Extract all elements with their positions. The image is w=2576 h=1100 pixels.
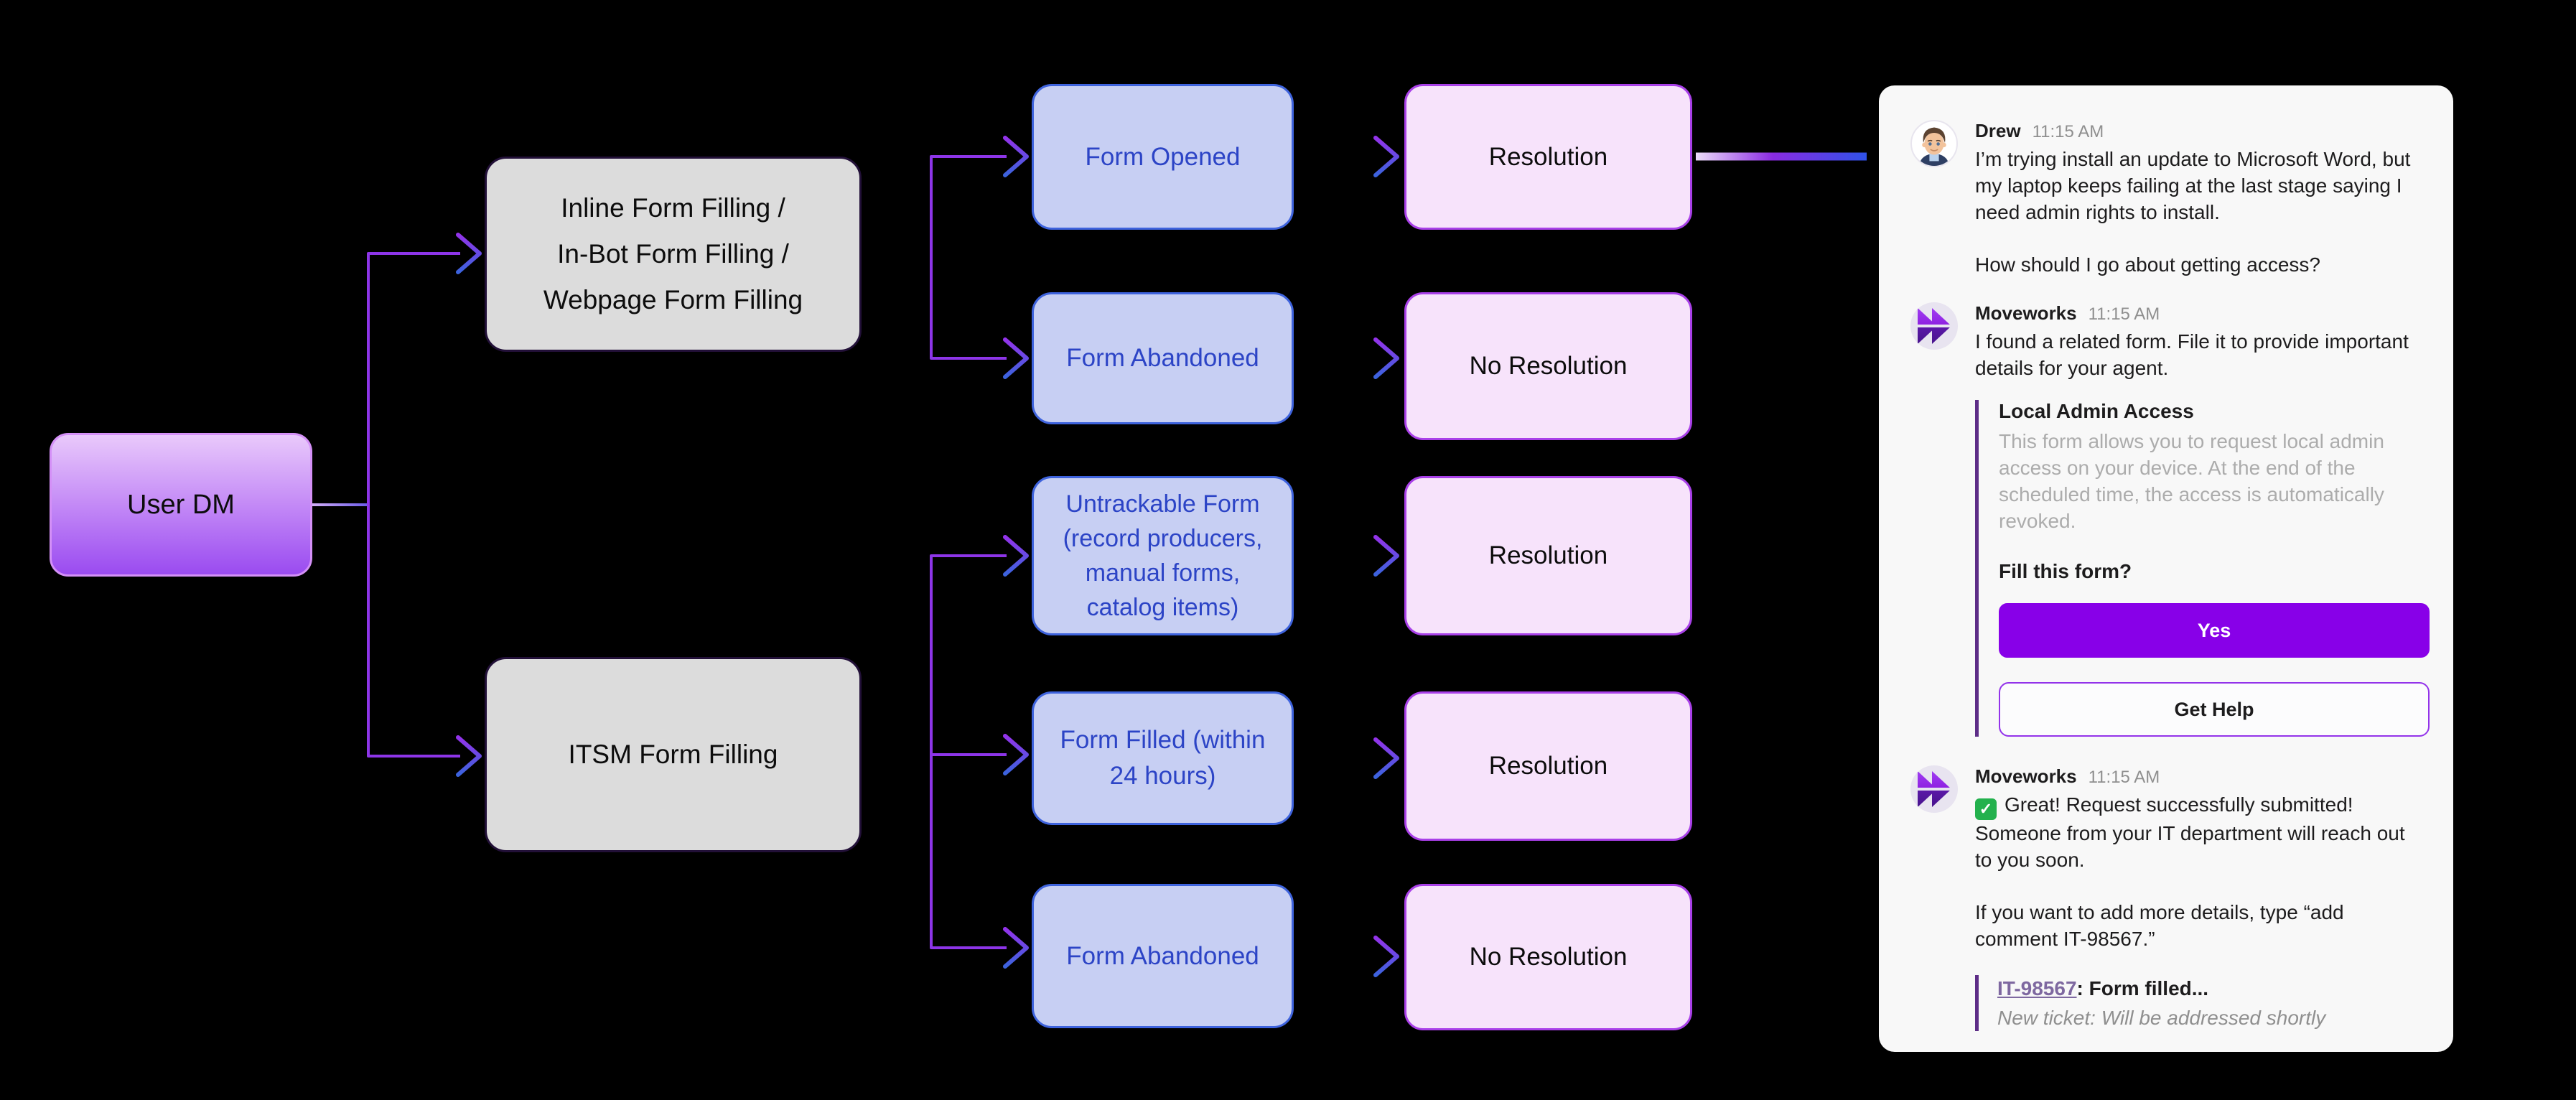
node-label: Form Abandoned (1066, 344, 1259, 372)
arrowhead-icon (1373, 936, 1399, 977)
node-form-abandoned-top: Form Abandoned (1032, 292, 1294, 424)
message-text: ✓Great! Request successfully submitted! … (1975, 793, 2405, 871)
message-text: I found a related form. File it to provi… (1975, 330, 2409, 379)
node-resolution-top: Resolution (1404, 84, 1692, 230)
moveworks-logo-icon (1914, 771, 1954, 807)
arrowhead-icon (1373, 337, 1399, 379)
author-name: Moveworks (1975, 302, 2077, 324)
node-label: manual forms, (1085, 559, 1241, 587)
node-untrackable-form: Untrackable Form (record producers, manu… (1032, 476, 1294, 635)
node-resolution-filled: Resolution (1404, 691, 1692, 841)
chat-message-moveworks-form: Moveworks 11:15 AM I found a related for… (1910, 302, 2430, 737)
author-name: Moveworks (1975, 765, 2077, 787)
ticket-summary: : Form filled... (2076, 977, 2209, 999)
moveworks-logo-icon (1914, 308, 1954, 344)
node-label: In-Bot Form Filling / (557, 239, 789, 269)
edge-itsm-branch (863, 535, 1029, 969)
edge-inline-branch (863, 136, 1029, 379)
moveworks-avatar (1910, 765, 1958, 813)
node-user-dm: User DM (50, 433, 312, 577)
form-card-prompt: Fill this form? (1999, 560, 2132, 582)
arrowhead-icon (1003, 136, 1029, 177)
arrowhead-icon (1373, 737, 1399, 779)
node-form-opened: Form Opened (1032, 84, 1294, 230)
person-avatar-icon (1920, 127, 1949, 166)
node-no-resolution-top: No Resolution (1404, 292, 1692, 440)
node-label: Form Opened (1085, 142, 1241, 171)
timestamp: 11:15 AM (2032, 122, 2104, 141)
form-card-description: This form allows you to request local ad… (1999, 430, 2384, 532)
form-card: Local Admin Access This form allows you … (1975, 400, 2430, 737)
ticket-quote: IT-98567: Form filled... New ticket: Wil… (1975, 974, 2425, 1031)
chat-panel: Drew 11:15 AM I’m trying install an upda… (1879, 85, 2453, 1052)
node-label: Inline Form Filling / (561, 193, 785, 223)
arrowhead-icon (456, 233, 482, 274)
node-label: (record producers, (1063, 525, 1263, 552)
node-label: catalog items) (1086, 594, 1239, 621)
arrowhead-icon (1003, 734, 1029, 775)
chat-message-moveworks-confirm: Moveworks 11:15 AM ✓Great! Request succe… (1910, 765, 2425, 1031)
drew-avatar (1910, 120, 1958, 167)
edge-userdm-branch (312, 233, 482, 777)
chat-message-drew: Drew 11:15 AM I’m trying install an upda… (1910, 120, 2425, 278)
form-card-title: Local Admin Access (1999, 400, 2194, 422)
node-itsm-form-filling: ITSM Form Filling (485, 657, 862, 852)
moveworks-avatar (1910, 302, 1958, 350)
node-label: No Resolution (1469, 352, 1628, 380)
timestamp: 11:15 AM (2088, 768, 2160, 787)
node-label: Resolution (1488, 142, 1608, 171)
node-inline-form-filling: Inline Form Filling / In-Bot Form Fillin… (485, 157, 862, 352)
check-icon: ✓ (1975, 798, 1997, 820)
author-name: Drew (1975, 120, 2021, 141)
message-text: How should I go about getting access? (1975, 253, 2320, 276)
node-form-abandoned-bottom: Form Abandoned (1032, 884, 1294, 1028)
arrowhead-icon (1003, 337, 1029, 379)
arrowhead-icon (1003, 535, 1029, 577)
node-label: ITSM Form Filling (568, 740, 778, 769)
node-label: Form Filled (within (1060, 726, 1266, 754)
node-label: Form Abandoned (1066, 941, 1259, 970)
node-resolution-mid: Resolution (1404, 476, 1692, 635)
ticket-status-note: New ticket: Will be addressed shortly (1997, 1006, 2326, 1029)
ticket-link[interactable]: IT-98567 (1997, 977, 2077, 999)
node-label: Untrackable Form (1065, 490, 1260, 518)
node-label: No Resolution (1469, 943, 1628, 971)
node-form-filled: Form Filled (within 24 hours) (1032, 691, 1294, 825)
node-label: 24 hours) (1109, 762, 1216, 790)
arrowhead-icon (1003, 927, 1029, 969)
timestamp: 11:15 AM (2088, 304, 2160, 324)
node-label: Resolution (1488, 752, 1608, 780)
yes-button[interactable]: Yes (1999, 603, 2430, 658)
node-label: User DM (127, 489, 235, 520)
arrowhead-icon (1373, 535, 1399, 577)
node-no-resolution-bottom: No Resolution (1404, 884, 1692, 1030)
get-help-button[interactable]: Get Help (1999, 682, 2430, 737)
edge-outcomes (1297, 136, 1399, 977)
node-label: Resolution (1488, 541, 1608, 569)
message-text: If you want to add more details, type “a… (1975, 900, 2344, 950)
node-label: Webpage Form Filling (543, 285, 803, 314)
arrowhead-icon (1373, 136, 1399, 177)
arrowhead-icon (456, 735, 482, 777)
message-text: I’m trying install an update to Microsof… (1975, 148, 2411, 223)
